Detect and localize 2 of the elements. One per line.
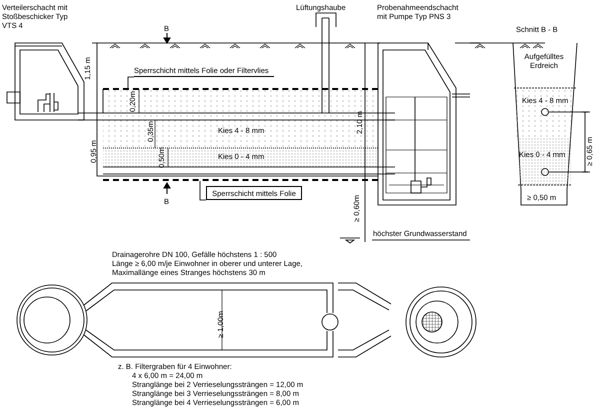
leader-line xyxy=(128,76,134,88)
leader-line xyxy=(200,180,206,200)
